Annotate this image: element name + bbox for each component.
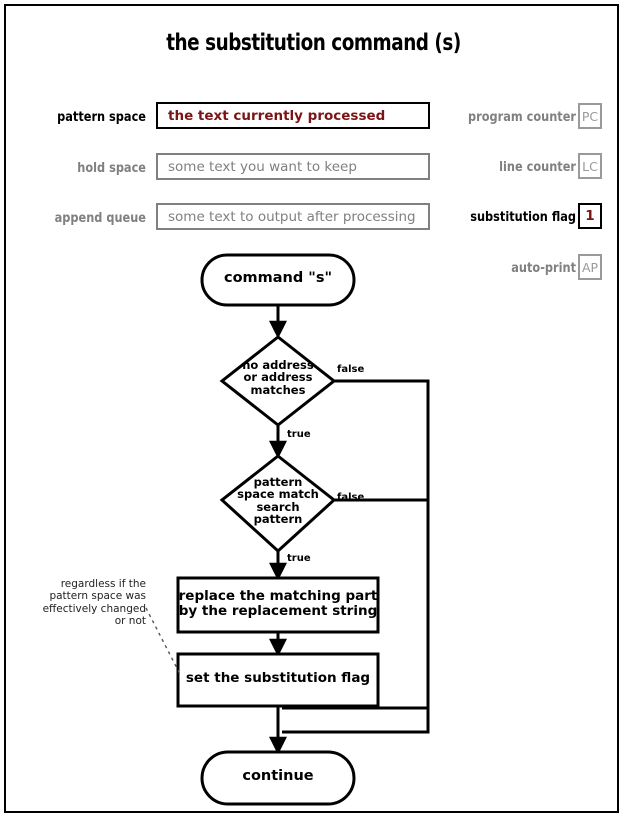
auto-print-value[interactable]: AP [578, 254, 602, 280]
auto-print-label: auto-print [511, 260, 576, 276]
line-counter-value[interactable]: LC [578, 153, 602, 179]
program-counter-label: program counter [468, 109, 576, 125]
decision1-false-label: false [337, 364, 365, 375]
decision1-label[interactable]: no address or address matches [242, 358, 314, 397]
decision2-true-label: true [287, 553, 311, 564]
hold-space-field[interactable]: some text you want to keep [156, 153, 430, 180]
line-counter-label: line counter [499, 159, 576, 175]
pattern-space-field[interactable]: the text currently processed [156, 102, 430, 129]
decision2-label[interactable]: pattern space match search pattern [237, 475, 319, 527]
start-terminal-label[interactable]: command "s" [223, 270, 333, 286]
program-counter-value[interactable]: PC [578, 103, 602, 129]
append-queue-label: append queue [54, 210, 147, 226]
process1-label[interactable]: replace the matching part by the replace… [178, 588, 378, 619]
process2-label[interactable]: set the substitution flag [185, 670, 371, 686]
page-title: the substitution command (s) [166, 30, 461, 56]
annotation-leader-line [145, 607, 182, 677]
annotation-note: regardless if the pattern space was effe… [42, 578, 146, 628]
hold-space-label: hold space [77, 160, 146, 176]
pattern-space-label: pattern space [57, 109, 146, 125]
substitution-flag-value[interactable]: 1 [578, 203, 602, 229]
page-frame: the substitution command (s) pattern spa… [4, 4, 619, 813]
substitution-flag-label: substitution flag [470, 209, 576, 225]
decision1-true-label: true [287, 429, 311, 440]
decision2-false-label: false [337, 492, 365, 503]
append-queue-field[interactable]: some text to output after processing [156, 203, 430, 230]
end-terminal-label[interactable]: continue [242, 768, 314, 784]
